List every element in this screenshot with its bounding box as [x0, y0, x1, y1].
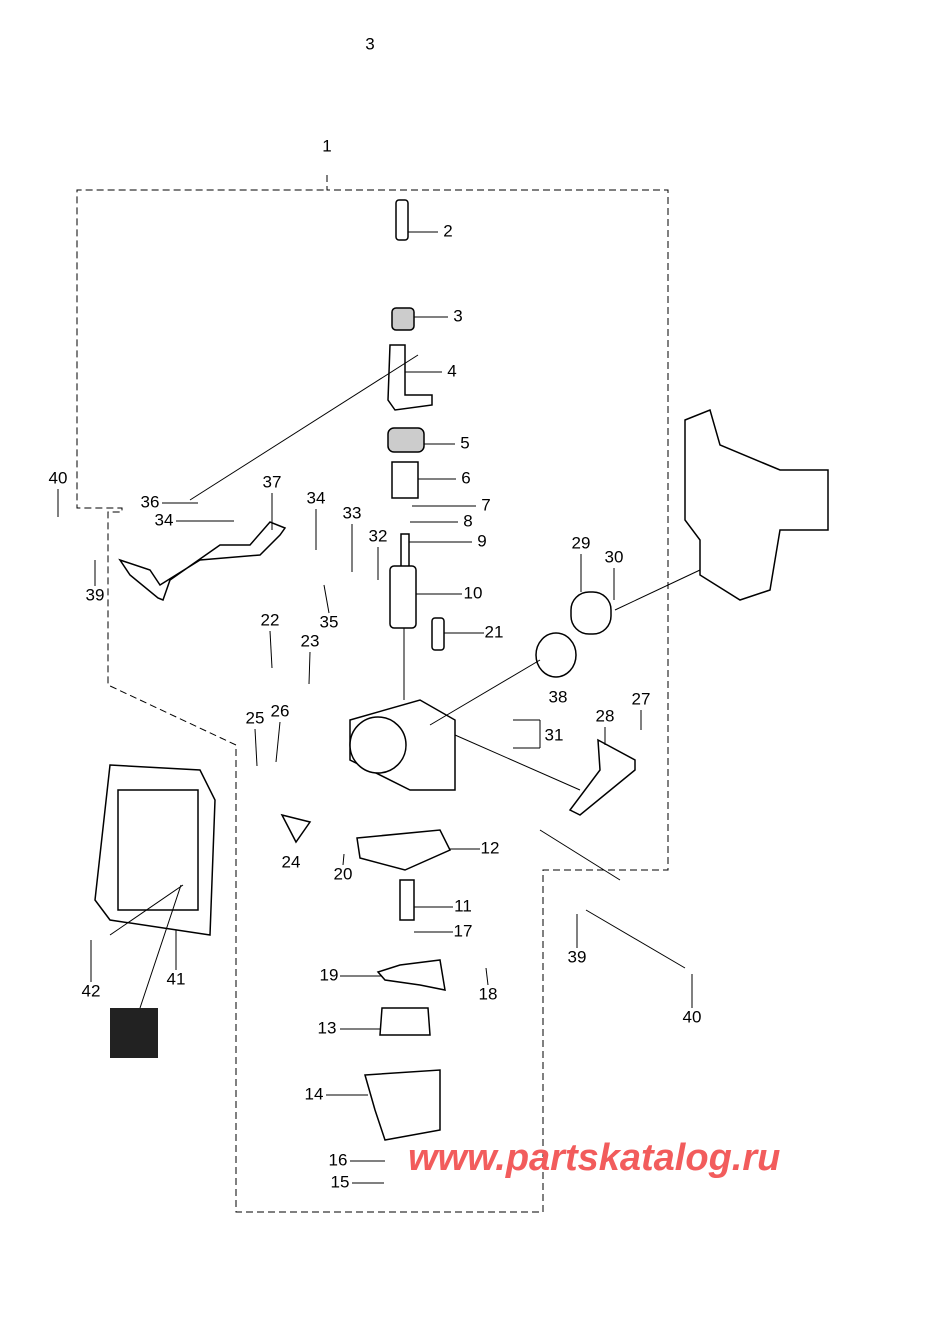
- leader-line: [323, 584, 330, 614]
- callout: 24: [282, 852, 301, 871]
- callout: 23: [301, 631, 320, 650]
- part-14-float-bowl: [364, 1069, 441, 1141]
- part-19-float-arm: [376, 959, 446, 991]
- leader-line: [109, 884, 184, 936]
- callout: 32: [369, 526, 388, 545]
- callout: 20: [334, 864, 353, 883]
- callout: 13: [318, 1018, 337, 1037]
- callout: 26: [271, 701, 290, 720]
- callout: 15: [331, 1172, 350, 1191]
- carburetor-flange: [349, 716, 407, 774]
- callout: 42: [82, 981, 101, 1000]
- leader-line: [485, 967, 489, 986]
- callout: 1: [322, 136, 331, 155]
- leader-line: [275, 721, 281, 763]
- leader-line: [342, 853, 345, 866]
- part-3-nut: [391, 307, 415, 331]
- callout: 2: [443, 221, 452, 240]
- assembly-boundary: [76, 175, 669, 1213]
- callout: 40: [683, 1007, 702, 1026]
- part-24-lever: [280, 813, 312, 844]
- part-11-jet: [399, 879, 415, 921]
- leader-line: [454, 734, 581, 791]
- callout: 33: [343, 503, 362, 522]
- callout-labels: 1234567891011121314151617181920212223242…: [49, 136, 702, 1191]
- callout: 29: [572, 533, 591, 552]
- callout: 25: [246, 708, 265, 727]
- callout: 34: [307, 488, 326, 507]
- part-10-throttle-valve: [389, 565, 417, 629]
- callout: 34: [155, 510, 174, 529]
- watermark: www.partskatalog.ru: [408, 1137, 780, 1179]
- part-21-fitting: [431, 617, 445, 651]
- callout: 39: [568, 947, 587, 966]
- callout: 22: [261, 610, 280, 629]
- part-shapes: [94, 199, 829, 1141]
- leader-line: [539, 829, 621, 881]
- callout: 27: [632, 689, 651, 708]
- leader-line: [429, 659, 541, 726]
- callout: 6: [461, 468, 470, 487]
- callout: 31: [545, 725, 564, 744]
- callout: 12: [481, 838, 500, 857]
- part-29-clamp: [570, 591, 612, 635]
- callout: 3: [453, 306, 462, 325]
- callout: 38: [549, 687, 568, 706]
- leader-line: [269, 630, 273, 669]
- callout: 37: [263, 472, 282, 491]
- callout: 21: [485, 622, 504, 641]
- leader-line: [139, 884, 182, 1009]
- callout: 35: [320, 612, 339, 631]
- leader-line: [308, 651, 311, 685]
- part-38-oring: [535, 632, 577, 678]
- callout: 11: [454, 896, 472, 915]
- callout: 14: [305, 1084, 324, 1103]
- callout: 16: [329, 1150, 348, 1169]
- callout: 19: [320, 965, 339, 984]
- callout: 36: [141, 492, 160, 511]
- callout: 10: [464, 583, 483, 602]
- part-13-float: [379, 1007, 431, 1036]
- part-label-sticker: [110, 1008, 158, 1058]
- part-28-bracket: [568, 738, 636, 816]
- part-6-spring: [391, 461, 419, 499]
- callout: 40: [49, 468, 68, 487]
- page-number: 3: [365, 34, 374, 53]
- engine-housing: [684, 408, 829, 601]
- callout: 7: [481, 495, 490, 514]
- callout: 18: [479, 984, 498, 1003]
- callout: 8: [463, 511, 472, 530]
- part-12-gasket: [356, 829, 452, 871]
- callout: 39: [86, 585, 105, 604]
- callout: 28: [596, 706, 615, 725]
- leader-line: [585, 909, 686, 969]
- leader-line: [614, 569, 701, 611]
- part-37-lever: [118, 521, 287, 601]
- part-4-bracket: [387, 344, 433, 411]
- leader-line: [254, 728, 258, 767]
- part-5-cap: [387, 427, 425, 453]
- callout: 9: [477, 531, 486, 550]
- callout: 5: [460, 433, 469, 452]
- callout: 17: [454, 921, 473, 940]
- callout: 41: [167, 969, 186, 988]
- leader-lines: [57, 231, 701, 1184]
- callout: 4: [447, 361, 456, 380]
- leader-line: [189, 354, 419, 501]
- callout: 30: [605, 547, 624, 566]
- part-2-needle: [395, 199, 409, 241]
- filter-window: [117, 789, 199, 911]
